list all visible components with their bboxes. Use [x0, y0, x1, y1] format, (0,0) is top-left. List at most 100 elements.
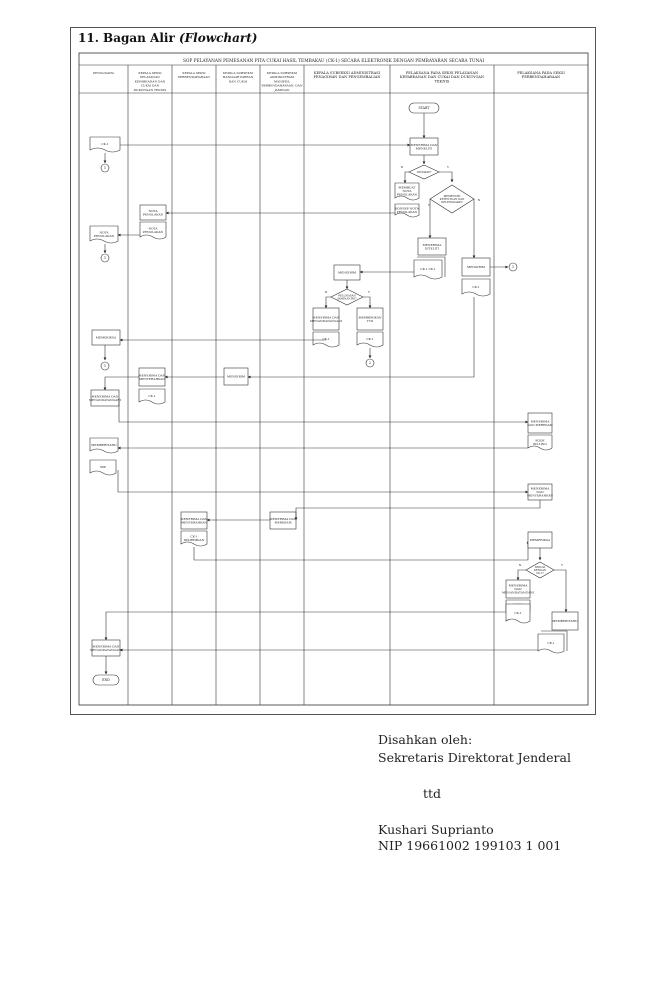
terima-final-left-label: MENERIMA DAN	[93, 644, 120, 648]
start-terminator-label: START	[419, 106, 431, 110]
konsep-nota-doc-label: PENOLAKAN	[397, 210, 418, 214]
signer-name: Kushari Suprianto	[378, 822, 494, 837]
lane-header-6: PENAGIHAN DAN PENGEMBALIAN	[314, 75, 381, 79]
ck1-doc-left	[89, 136, 121, 153]
lane-header-1: PENGUSAHA	[93, 71, 115, 75]
ck1-dikirimkan-doc-label: CK-1	[190, 534, 197, 538]
label-n: N	[401, 165, 404, 169]
ck1-dikirimkan-doc	[180, 530, 208, 547]
membuat-nota-doc-label: MEMBUAT	[399, 186, 416, 190]
nota-penolakan-doc-label: NOTA	[148, 226, 158, 230]
sesuai-decision-label: DENGAN	[534, 568, 547, 572]
lane-header-5: KEPALA SUBSEKSI	[267, 71, 298, 75]
connector-1-left	[100, 163, 110, 173]
lane-header-2: PELAYANAN	[140, 75, 160, 79]
memeriksa-box-label: MEMERIKSA	[96, 336, 117, 340]
heading-number: 11. Bagan Alir	[78, 31, 175, 45]
lane-header-5: JAMINAN	[273, 88, 289, 92]
label-y3: Y	[367, 290, 370, 294]
serahkan-box-right-label: MENERIMA	[531, 487, 551, 491]
nota-penolakan-box-label: NOTA	[148, 209, 158, 213]
konsep-nota-doc-label: KONSEP NOTA	[395, 206, 419, 210]
ck1-doc-kasi	[138, 388, 166, 405]
flow-line	[554, 569, 568, 613]
ssp-doc	[89, 459, 117, 476]
terima-meneliti-box-label: MENERIMA DAN	[411, 143, 438, 147]
serahkan-box-right-label: DAN	[536, 490, 544, 494]
approval-label: Disahkan oleh:	[378, 732, 473, 747]
tandatangani-box-label: MENANDATANGANI	[310, 319, 343, 323]
connector-2-label: 2	[369, 361, 371, 365]
memeriksa-right-label: MEMERIKSA	[530, 538, 551, 542]
ck1-doc-kasi-label: CK-1	[148, 394, 155, 398]
nota-penolakan-doc-label: PENOLAKAN	[143, 230, 164, 234]
pelunasan-decision-label: PELUNASAN	[338, 293, 356, 297]
kode-billing-doc	[527, 434, 553, 451]
nota-penolakan-box-label: PENOLAKAN	[143, 212, 164, 216]
label-y4: Y	[560, 563, 563, 567]
merekam-mid-box-label: MEREKAM	[274, 520, 291, 524]
lane-header-4: DAN CUKAI	[229, 79, 248, 83]
membuat-nota-doc-label: NOTA	[402, 189, 412, 193]
connector-1-right	[508, 262, 518, 272]
ck1-doc-mid2-label: CK-1	[366, 337, 373, 341]
terima-final-left-label: MENANDATANGANI	[90, 648, 123, 652]
flow-line	[104, 611, 506, 641]
lengkap-decision-label: LENGKAP?	[417, 170, 432, 174]
terima-ttd-right-label: MENERIMA	[509, 584, 529, 588]
lane-header-2: DUKUNGAN TEKNIS	[134, 88, 167, 92]
mengirim-box-mid-label: MENGIRIM	[338, 271, 356, 275]
terima-ttd-left-label: MENANDATANGANI	[89, 398, 122, 402]
flow-line	[363, 296, 372, 309]
sesuai-decision-label: CK-1?	[536, 571, 544, 575]
lane-header-2: CUKAI DAN	[141, 84, 160, 88]
kasi-menyerahkan-box-label: MENERIMA DAN	[139, 373, 166, 377]
swimlane-table	[78, 52, 589, 706]
memberikan-ttd-box-label: TTD	[367, 319, 374, 323]
memenuhi-decision	[429, 184, 475, 214]
kasi-pbn-box-label: MENYERAHKAN	[181, 520, 207, 524]
flow-line	[193, 540, 530, 561]
ck1-doc-mid1	[312, 331, 340, 348]
sesuai-decision	[525, 561, 555, 579]
menerima-diteliti-box-label: MENERIMA	[423, 243, 443, 247]
memenuhi-decision-label: MEMENUHI	[444, 194, 461, 198]
membuat-nota-doc	[394, 182, 420, 201]
nota-doc-left-label: NOTA	[99, 230, 109, 234]
label-y2: Y	[427, 203, 430, 207]
memberitahu-doc-label: MEMBERITAHU	[91, 443, 117, 447]
kode-billing-doc-label: BILLING	[533, 442, 547, 446]
sesuai-decision-label: SESUAI	[535, 565, 545, 569]
lane-header-6: KEPALA SUBSEKSI ADMINISTRASI	[314, 71, 381, 75]
section-heading: 11. Bagan Alir (Flowchart)	[78, 31, 257, 45]
lane-header-5: ADMINISTRASI	[269, 75, 295, 79]
flow-line	[516, 569, 526, 581]
merekam-mid-box	[269, 511, 297, 530]
memberitahu-doc	[89, 437, 119, 454]
memberitahu-box-right-label: MEMBERITAHU	[552, 619, 578, 623]
ck1-dikirimkan-doc-label: DIKIRIMKAN	[184, 538, 205, 542]
ck1-doc-mid2	[356, 331, 384, 348]
sop-title: SOP PELAYANAN PEMESANAN PITA CUKAI HASIL…	[183, 59, 484, 64]
lane-header-2: KEPALA SEKSI	[138, 71, 162, 75]
lane-header-4: HANGGAR PABEAN	[223, 75, 254, 79]
flow-line	[324, 296, 331, 309]
approval-position: Sekretaris Direktorat Jenderal	[378, 750, 571, 765]
memenuhi-decision-label: KELENGKAPAN	[441, 200, 463, 204]
lane-header-8: PERBENDAHARAAN	[522, 75, 560, 79]
connector-1c-left-label: 1	[104, 364, 106, 368]
signer-nip: NIP 19661002 199103 1 001	[378, 838, 562, 853]
flow-line	[117, 470, 529, 494]
connector-1-right-label: 1	[512, 265, 514, 269]
terima-ttd-right	[505, 579, 531, 599]
signature-ttd: ttd	[423, 786, 442, 801]
lane-header-8: PELAKSANA PADA SEKSI	[517, 71, 565, 75]
nota-doc-left	[89, 225, 119, 244]
merekam-mid-box-label: MENERIMA DAN	[270, 517, 297, 521]
connector-1c-left	[100, 361, 110, 371]
end-terminator	[92, 674, 120, 686]
mengirim-box-pbn-label: MENGIRIM	[227, 375, 245, 379]
terima-meneliti-box-label: MENELITI	[416, 146, 433, 150]
flowchart-frame	[70, 27, 596, 715]
